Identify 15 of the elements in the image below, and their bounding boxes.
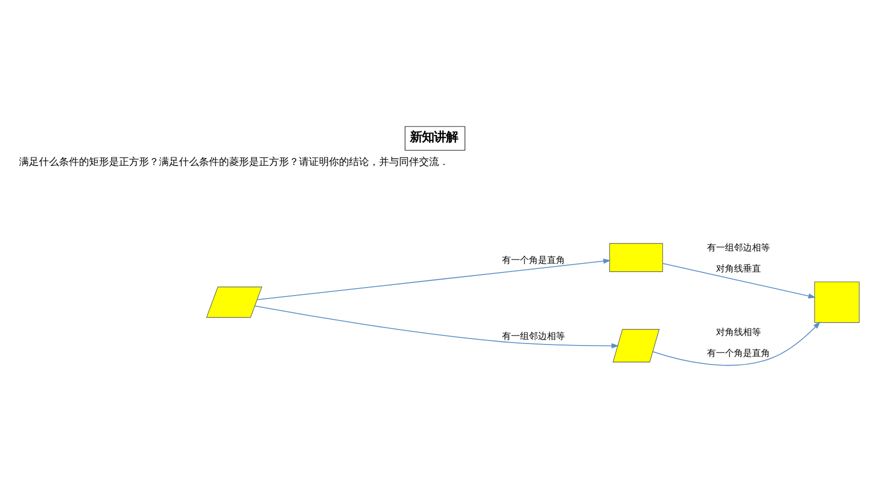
edge-label: 有一个角是直角 — [707, 348, 770, 358]
diagram-title: 新知讲解 — [410, 128, 458, 144]
node-box — [814, 281, 860, 322]
node-parallelogram — [206, 286, 262, 318]
arrow — [662, 262, 816, 298]
arrow — [652, 321, 820, 366]
edge-label: 有一个角是直角 — [502, 256, 566, 266]
arrow — [254, 305, 619, 348]
edge-label: 有一组邻边相等 — [707, 243, 770, 254]
edge-label: 有一组邻边相等 — [502, 331, 566, 342]
arrow — [256, 258, 611, 300]
node-box — [609, 242, 663, 272]
edge-label: 对角线垂直 — [716, 264, 762, 274]
label: 满足什么条件的矩形是正方形？满足什么条件的菱形是正方形？请证明你的结论，并与同伴交流． — [19, 156, 450, 168]
edge-label: 对角线相等 — [716, 327, 762, 338]
